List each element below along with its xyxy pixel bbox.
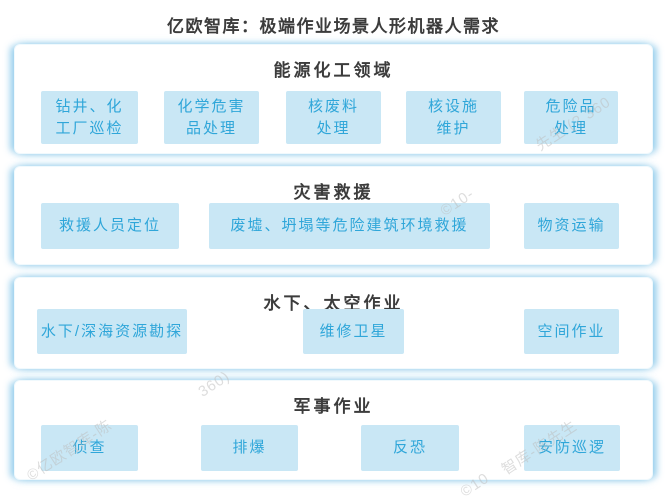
task-box-bomb-disposal: 排爆 <box>201 425 298 471</box>
task-box-supply-transport: 物资运输 <box>524 203 619 249</box>
section-card-disaster-rescue: 灾害救援 救援人员定位 废墟、坍塌等危险建筑环境救援 物资运输 <box>14 166 653 265</box>
task-box-space-operation: 空间作业 <box>524 309 619 354</box>
task-box-nuclear-waste: 核废料 处理 <box>286 91 381 144</box>
section-header: 水下、太空作业 <box>263 294 404 313</box>
task-box-rescuer-locating: 救援人员定位 <box>41 203 179 249</box>
task-box-nuclear-facility: 核设施 维护 <box>406 91 501 144</box>
section-card-energy-chemical: 能源化工领域 钻井、化 工厂巡检 化学危害 品处理 核废料 处理 核设施 维护 … <box>14 44 653 154</box>
task-box-drilling-inspection: 钻井、化 工厂巡检 <box>41 91 138 144</box>
task-box-satellite-repair: 维修卫星 <box>303 309 404 354</box>
section-header: 军事作业 <box>293 397 374 416</box>
task-box-deepsea-exploration: 水下/深海资源勘探 <box>37 309 187 354</box>
section-header: 能源化工领域 <box>273 61 394 80</box>
task-box-dangerous-goods: 危险品 处理 <box>524 91 618 144</box>
task-box-security-patrol: 安防巡逻 <box>524 425 620 471</box>
section-card-military: 军事作业 侦查 排爆 反恐 安防巡逻 <box>14 380 653 480</box>
task-box-anti-terrorism: 反恐 <box>361 425 459 471</box>
section-header: 灾害救援 <box>293 183 374 202</box>
page-title: 亿欧智库：极端作业场景人形机器人需求 <box>167 17 500 36</box>
task-box-chemical-hazard: 化学危害 品处理 <box>164 91 259 144</box>
task-box-reconnaissance: 侦查 <box>41 425 138 471</box>
section-card-underwater-space: 水下、太空作业 水下/深海资源勘探 维修卫星 空间作业 <box>14 277 653 369</box>
task-box-ruins-rescue: 废墟、坍塌等危险建筑环境救援 <box>209 203 490 249</box>
